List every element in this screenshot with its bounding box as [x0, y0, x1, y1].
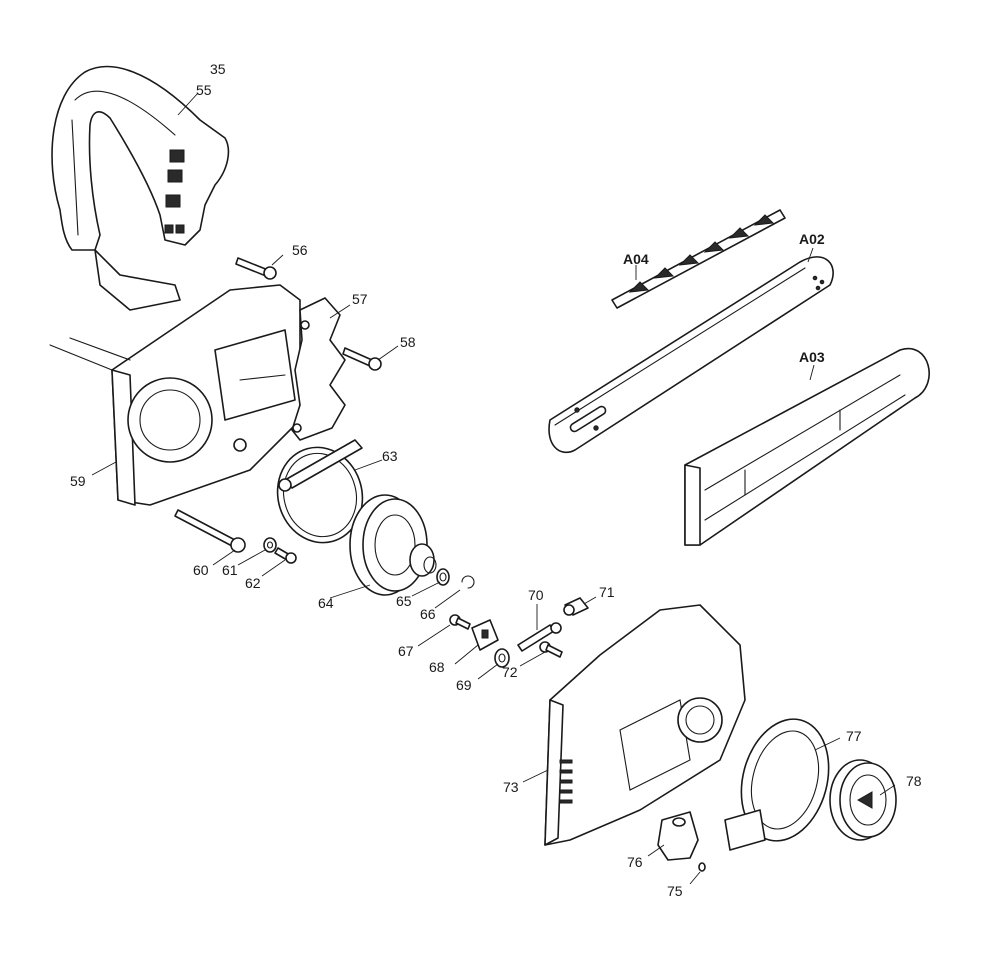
- callout-55: 55: [196, 82, 212, 98]
- clutch-drum: [349, 494, 437, 596]
- screw-56: [235, 257, 277, 280]
- callout-labels: 35 55 56 57 58 59 60 61 62 63 64 65 66 6…: [70, 61, 922, 899]
- saw-chain: [611, 209, 786, 309]
- callout-58: 58: [400, 334, 416, 350]
- callout-64: 64: [318, 595, 334, 611]
- callout-62: 62: [245, 575, 261, 591]
- callout-72: 72: [502, 664, 518, 680]
- pin-71: [563, 597, 589, 616]
- motor-housing: [49, 284, 301, 506]
- pin-75: [698, 862, 706, 872]
- callout-70: 70: [528, 587, 544, 603]
- lock-knob: [829, 759, 897, 841]
- brake-band: [276, 439, 364, 544]
- bar-cover: [684, 347, 930, 546]
- callout-61: 61: [222, 562, 238, 578]
- shaft-70: [517, 622, 562, 652]
- screw-62: [274, 547, 297, 564]
- callout-68: 68: [429, 659, 445, 675]
- screw-72: [539, 641, 563, 658]
- callout-71: 71: [599, 584, 615, 600]
- guide-bar: [548, 256, 834, 454]
- callout-59: 59: [70, 473, 86, 489]
- callout-76: 76: [627, 854, 643, 870]
- callout-A04: A04: [623, 251, 649, 267]
- ering-66: [461, 575, 475, 589]
- callout-60: 60: [193, 562, 209, 578]
- callout-56: 56: [292, 242, 308, 258]
- washer-61: [263, 537, 277, 553]
- screw-67: [449, 614, 471, 630]
- callout-78: 78: [906, 773, 922, 789]
- rear-handle: [51, 65, 230, 311]
- bracket-68: [471, 619, 499, 651]
- callout-67: 67: [398, 643, 414, 659]
- callout-A03: A03: [799, 349, 825, 365]
- bar-plate: [291, 297, 346, 441]
- callout-35: 35: [210, 61, 226, 77]
- callout-66: 66: [420, 606, 436, 622]
- callout-77: 77: [846, 728, 862, 744]
- tension-ring: [724, 718, 830, 851]
- callout-57: 57: [352, 291, 368, 307]
- callout-65: 65: [396, 593, 412, 609]
- callout-63: 63: [382, 448, 398, 464]
- callout-A02: A02: [799, 231, 825, 247]
- callout-73: 73: [503, 779, 519, 795]
- callout-69: 69: [456, 677, 472, 693]
- part-76: [657, 811, 699, 861]
- gear-69: [494, 648, 510, 668]
- callout-75: 75: [667, 883, 683, 899]
- leader-lines: [91, 92, 896, 885]
- bolt-60: [174, 509, 246, 553]
- screw-58: [342, 347, 382, 371]
- sprocket-cover: [544, 604, 746, 846]
- washer-65: [436, 568, 450, 586]
